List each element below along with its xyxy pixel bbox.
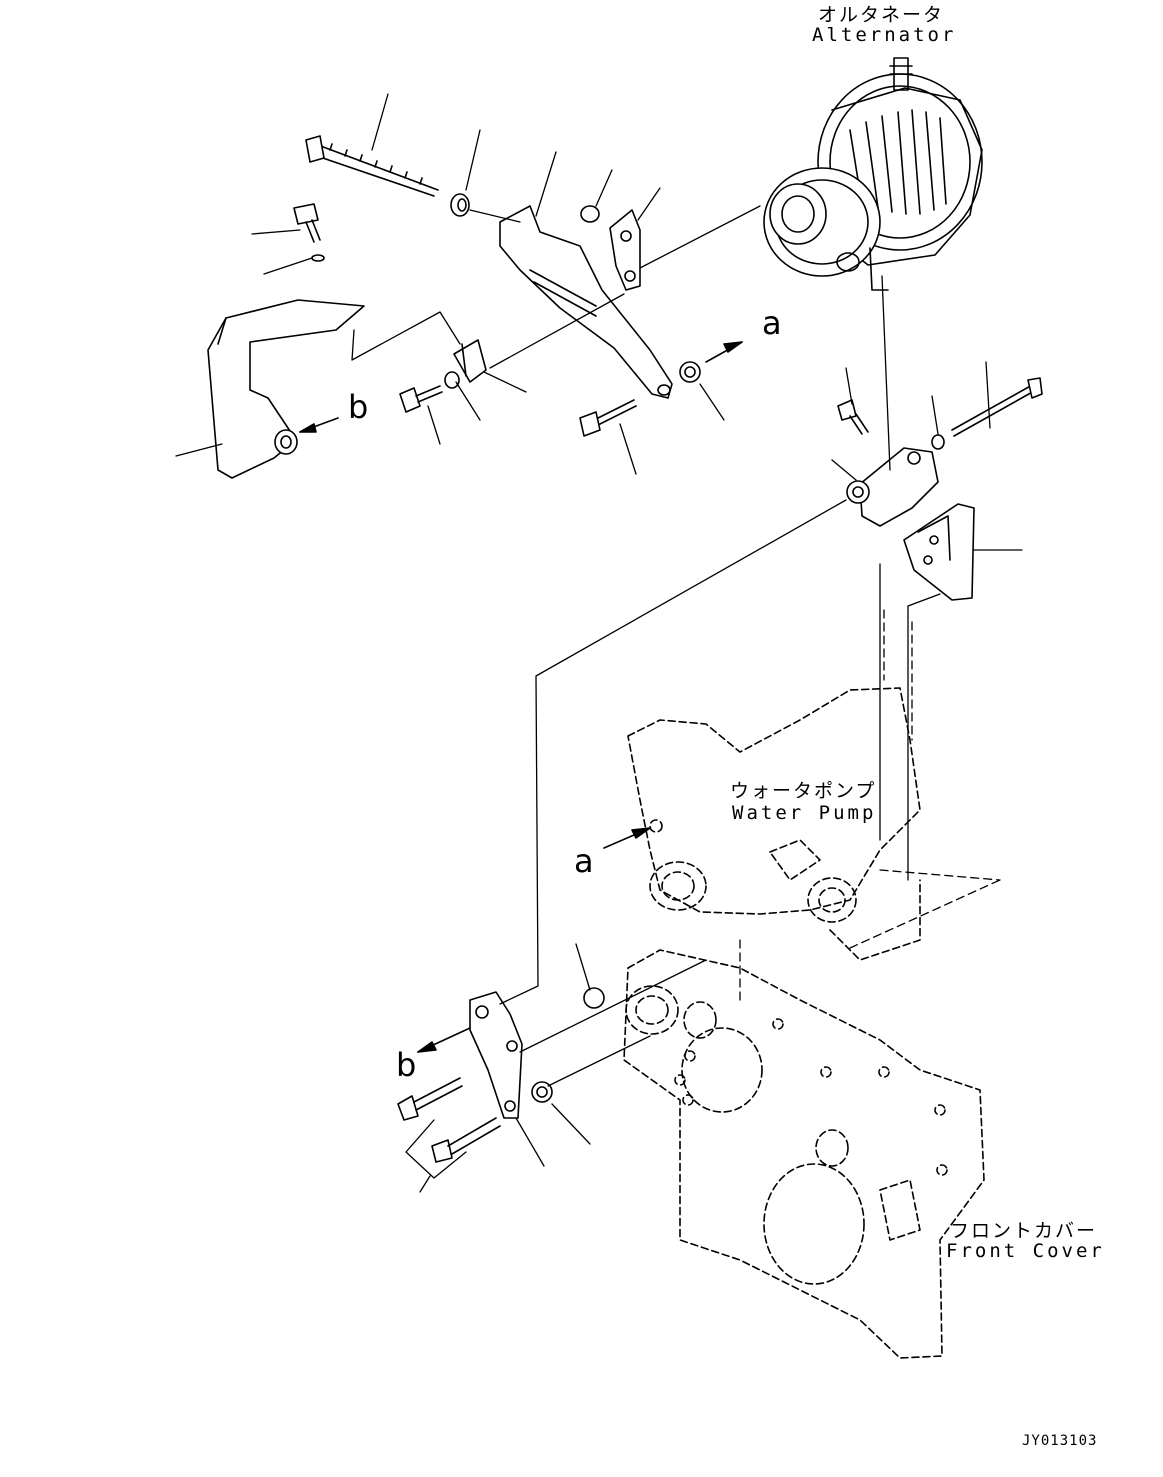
hidden-lines <box>739 609 1001 1001</box>
alternator-label-en: Alternator <box>812 24 957 46</box>
small-bracket-part <box>609 209 641 291</box>
bolt-small-right-part <box>837 399 869 435</box>
front-cover-label-en: Front Cover <box>946 1240 1105 1262</box>
spacer-part <box>679 361 701 383</box>
arrow-a-lower <box>603 827 651 849</box>
water-pump-label-en: Water Pump <box>732 802 877 824</box>
spacer-lower-part <box>531 987 605 1103</box>
leader-lines <box>175 93 1023 1193</box>
mount-bracket-part <box>846 447 939 527</box>
adjust-bracket-part <box>499 205 673 399</box>
bolt-lower-part <box>579 399 637 437</box>
bolt-mid-part <box>399 371 460 413</box>
arrow-b-lower <box>417 1027 471 1053</box>
ref-label-a-upper: a <box>762 304 782 342</box>
water-pump-label-jp: ウォータポンプ <box>730 780 877 802</box>
arrow-a-upper <box>705 341 743 363</box>
small-bolt-top-part <box>293 203 325 262</box>
ref-label-b-upper: b <box>348 388 369 426</box>
ref-label-b-lower: b <box>396 1046 417 1084</box>
front-cover-label-jp: フロントカバー <box>950 1220 1098 1242</box>
support-bracket-part <box>903 503 975 601</box>
bolt-right-part <box>931 377 1043 450</box>
lower-bolts-part <box>397 1077 501 1163</box>
washer-part <box>450 193 470 217</box>
arrow-b-upper <box>299 417 339 433</box>
alternator-label-jp: オルタネータ <box>818 4 945 26</box>
alternator-part <box>763 57 983 291</box>
long-bolt-part <box>305 135 439 197</box>
lower-bracket-part <box>469 991 523 1119</box>
belt-cover-part <box>207 299 365 479</box>
clip-part <box>453 339 487 383</box>
front-cover-part <box>623 949 985 1359</box>
drawing-code: JY013103 <box>1022 1433 1098 1449</box>
nut-part <box>580 205 600 223</box>
ref-label-a-lower: a <box>574 842 594 880</box>
water-pump-part <box>627 687 921 961</box>
